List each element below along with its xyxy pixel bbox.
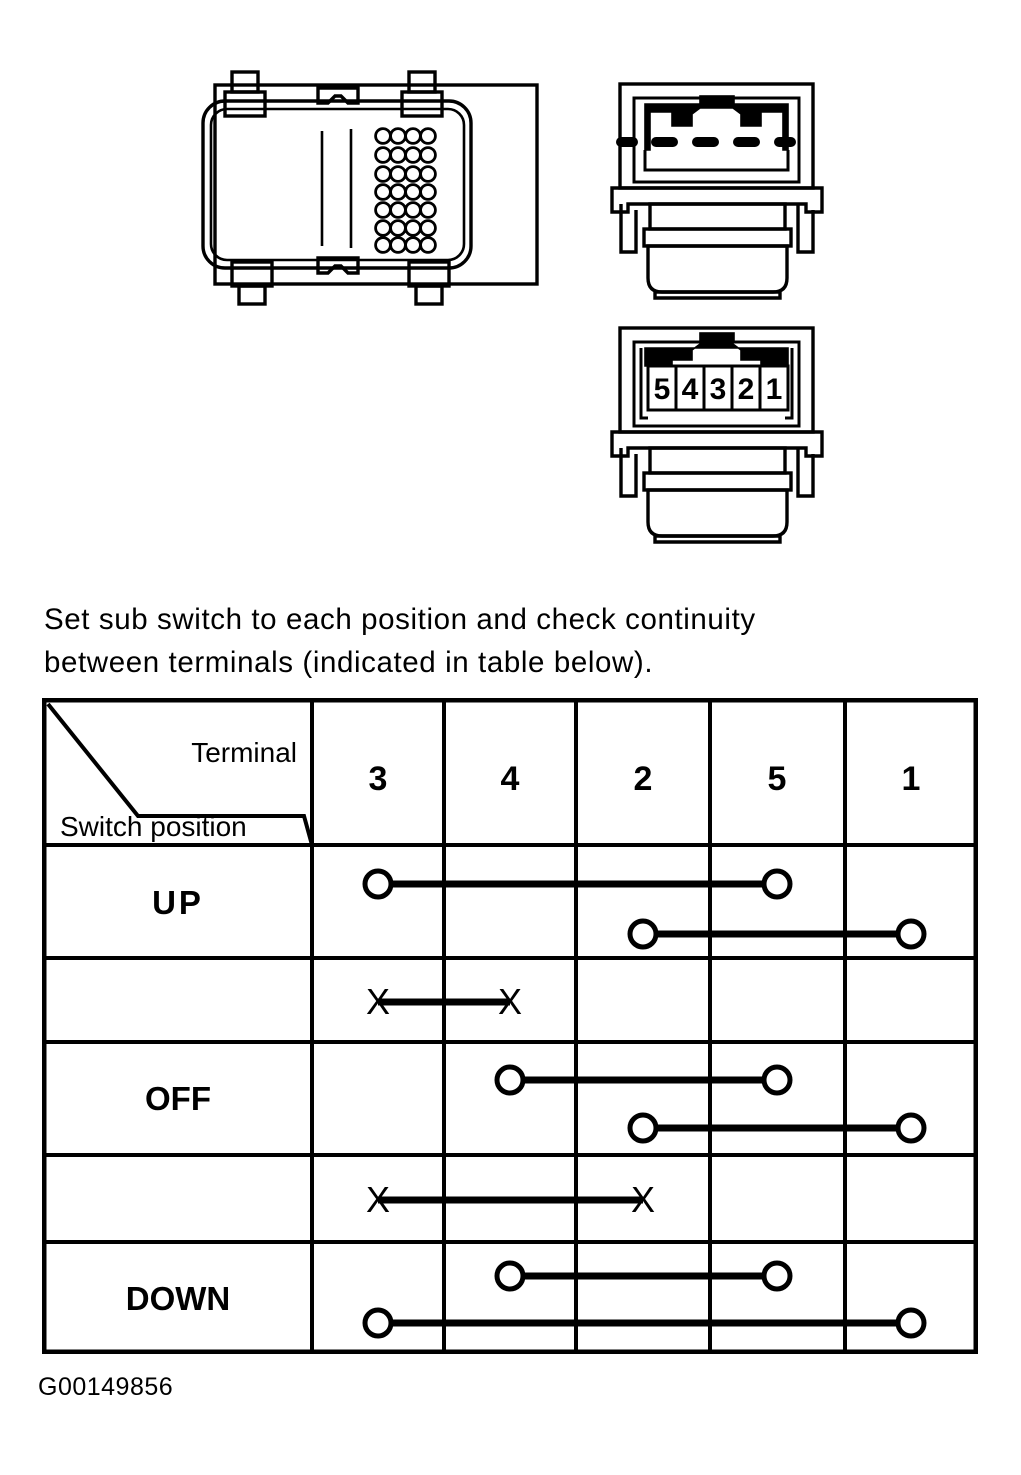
column-header-3: 3 [369, 760, 388, 798]
x-marker-3b: X [366, 1179, 390, 1220]
connection-x-3-to-4: X X [366, 981, 522, 1022]
connection-x-3-to-2: X X [366, 1179, 655, 1220]
connector-pin-label-4: 4 [682, 373, 699, 406]
column-header-2: 2 [634, 760, 653, 798]
instruction-line-1: Set sub switch to each position and chec… [44, 603, 756, 636]
corner-terminal-label: Terminal [191, 737, 297, 768]
instruction-text: Set sub switch to each position and chec… [44, 598, 994, 684]
connector-pin-label-5: 5 [654, 373, 671, 406]
connector-front-view-numbered [610, 326, 824, 544]
corner-switch-position-label: Switch position [60, 811, 247, 842]
connector-front-view-blank [610, 82, 824, 300]
table-row-up [362, 868, 927, 950]
connector-pin-label-2: 2 [738, 373, 755, 406]
connection-up-3-to-5 [362, 868, 793, 900]
x-marker-2: X [631, 1179, 655, 1220]
column-header-1: 1 [902, 760, 921, 798]
switch-body-top-view [201, 70, 539, 306]
connection-up-2-to-1 [627, 918, 927, 950]
x-marker-3: X [366, 981, 390, 1022]
column-header-4: 4 [501, 760, 520, 798]
x-marker-4: X [498, 981, 522, 1022]
continuity-table: Terminal Switch position 3 4 2 5 1 UP OF… [42, 698, 978, 1354]
table-row-separators [44, 843, 976, 1244]
instruction-line-2: between terminals (indicated in table be… [44, 646, 654, 679]
figure-caption: G00149856 [38, 1373, 174, 1401]
table-row-x-3-4: X X [366, 981, 522, 1022]
connection-off-2-to-1 [627, 1112, 927, 1144]
table-column-separators [310, 700, 847, 1352]
row-label-off: OFF [145, 1080, 211, 1117]
connector-pin-label-3: 3 [710, 373, 727, 406]
column-header-5: 5 [768, 760, 787, 798]
table-row-down [362, 1260, 927, 1339]
table-row-off [494, 1064, 927, 1144]
connector-pin-label-1: 1 [766, 373, 783, 406]
connection-down-3-to-1 [362, 1307, 927, 1339]
connector-illustrations: 5 4 3 2 1 [0, 0, 1021, 580]
corner-diagonal-divider [46, 702, 314, 846]
connection-down-4-to-5 [494, 1260, 793, 1292]
row-label-down: DOWN [126, 1280, 230, 1317]
table-row-x-3-2: X X [366, 1179, 655, 1220]
connection-off-4-to-5 [494, 1064, 793, 1096]
row-label-up: UP [152, 884, 204, 921]
